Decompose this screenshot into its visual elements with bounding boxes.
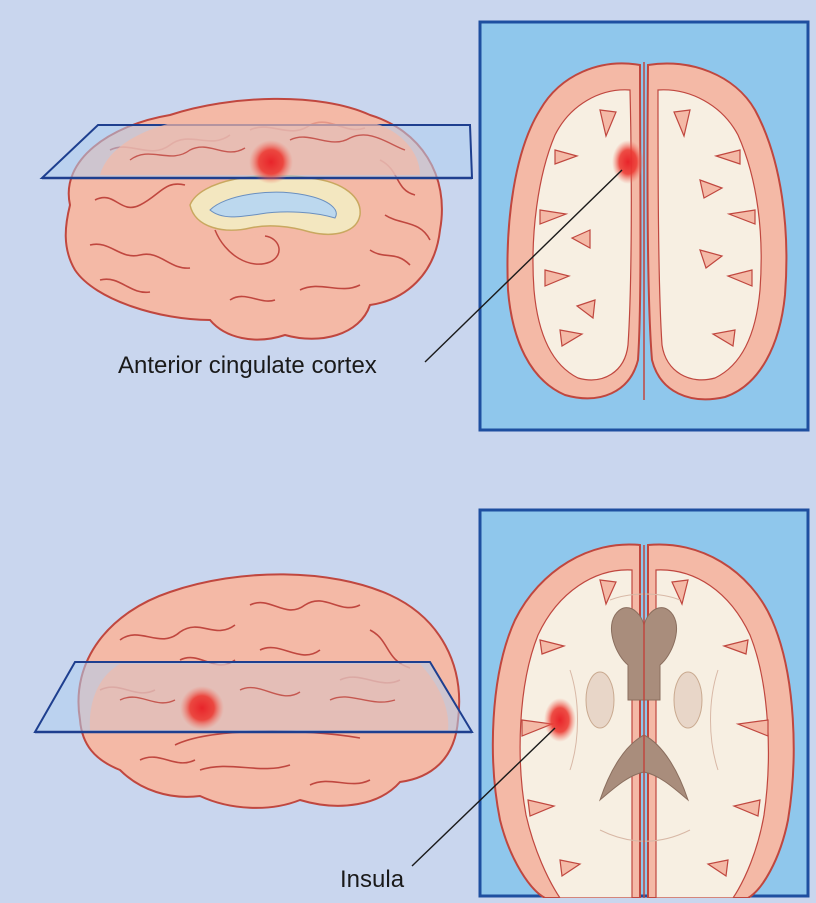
top-axial-panel <box>480 22 808 430</box>
label-insula: Insula <box>340 866 404 894</box>
activation-insula-axial <box>544 698 576 742</box>
lateral-brain-view <box>35 574 472 808</box>
activation-insula-side <box>180 686 224 730</box>
activation-acc-axial <box>612 140 644 184</box>
label-anterior-cingulate-cortex: Anterior cingulate cortex <box>118 352 377 380</box>
medial-brain-view <box>42 99 472 340</box>
bottom-axial-panel <box>480 510 808 898</box>
activation-acc-side <box>249 140 293 184</box>
